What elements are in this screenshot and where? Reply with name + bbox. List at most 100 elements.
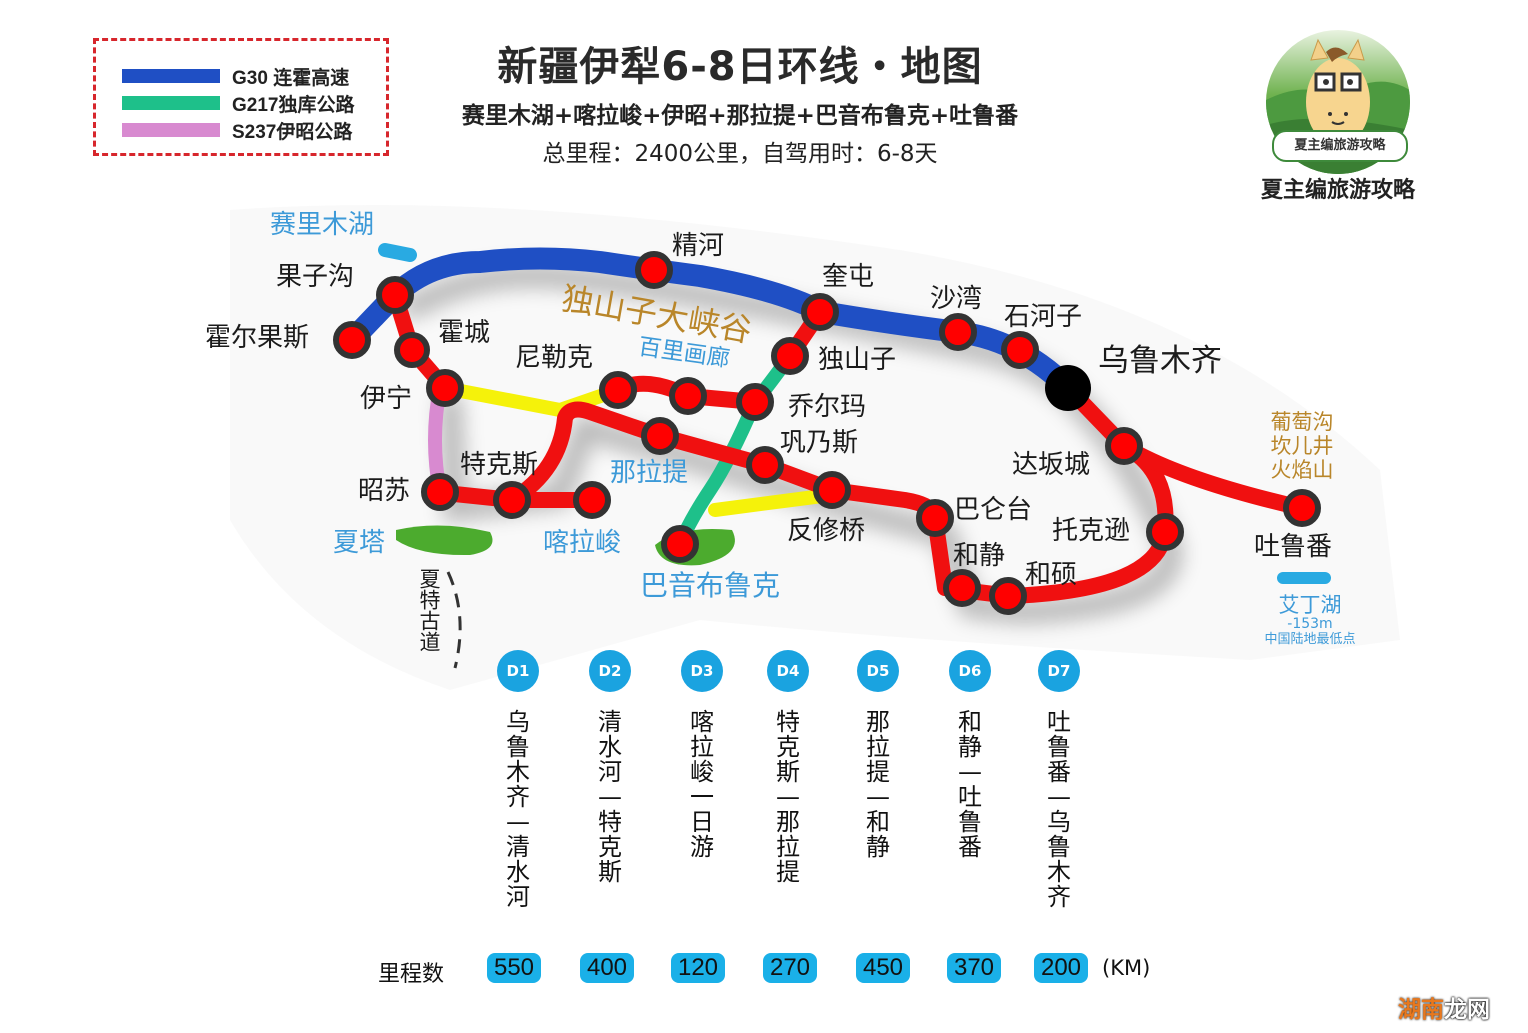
- label-zhaosu: 昭苏: [358, 476, 411, 506]
- watermark-part1: 湖南: [1398, 997, 1444, 1023]
- legend-item-g30: G30 连霍高速: [122, 65, 350, 89]
- label-huoerguosi: 霍尔果斯: [205, 323, 310, 353]
- label-dabancheng: 达坂城: [1012, 450, 1091, 480]
- s237-swatch: [122, 123, 220, 137]
- station-mid: [669, 377, 707, 415]
- stations: [333, 251, 1321, 615]
- mileage-unit: (KM): [1102, 956, 1151, 980]
- day-badge: D2: [589, 650, 631, 692]
- station-qiaoerma: [736, 383, 774, 421]
- station-kalajun: [573, 481, 611, 519]
- station-jinghe: [635, 251, 673, 289]
- station-heshuo: [989, 577, 1027, 615]
- label-bayinbuluke: 巴音布鲁克: [640, 569, 781, 602]
- sight-flaming-mountains: 火焰山: [1270, 458, 1334, 482]
- label-gongnaisi: 巩乃斯: [780, 428, 859, 458]
- label-hejing: 和静: [953, 541, 1006, 571]
- page-subtitle: 赛里木湖+喀拉峻+伊昭+那拉提+巴音布鲁克+吐鲁番: [461, 103, 1019, 129]
- label-tekesi: 特克斯: [460, 450, 539, 480]
- day-route: 特克斯—那拉提: [776, 708, 800, 886]
- day-badge: D6: [949, 650, 991, 692]
- day-badge: D4: [767, 650, 809, 692]
- label-shawan: 沙湾: [930, 284, 983, 314]
- station-dabancheng: [1105, 427, 1143, 465]
- station-fanxiuqiao: [813, 471, 851, 509]
- day-route: 喀拉峻一日游: [690, 708, 714, 861]
- xiate-trail-path: [446, 571, 462, 669]
- brand-name: 夏主编旅游攻略: [1260, 178, 1415, 203]
- station-nileke: [599, 371, 637, 409]
- mileage-d7: 200: [1034, 953, 1088, 983]
- label-heshuo: 和硕: [1025, 560, 1078, 590]
- station-kuitun: [801, 293, 839, 331]
- label-fanxiuqiao: 反修桥: [787, 516, 866, 546]
- day-route: 那拉提—和静: [866, 708, 890, 861]
- station-urumqi: [1045, 365, 1091, 411]
- label-yining: 伊宁: [360, 384, 413, 414]
- sight-karez: 坎儿井: [1270, 434, 1334, 458]
- day-route: 吐鲁番—乌鲁木齐: [1047, 708, 1071, 911]
- label-aiding-lake: 艾丁湖: [1278, 593, 1342, 617]
- station-guozigou: [376, 276, 414, 314]
- station-huoerguosi: [333, 321, 371, 359]
- label-huocheng: 霍城: [438, 318, 491, 348]
- aiding-lake-info: 艾丁湖 -153m 中国陆地最低点: [1250, 594, 1370, 648]
- watermark-part2: 龙网: [1444, 997, 1490, 1023]
- aiding-note: 中国陆地最低点: [1264, 632, 1356, 647]
- label-jinghe: 精河: [672, 231, 725, 261]
- day-badge: D7: [1038, 650, 1080, 692]
- mileage-d6: 370: [947, 953, 1001, 983]
- day-badge: D1: [497, 650, 539, 692]
- mileage-d4: 270: [763, 953, 817, 983]
- aiding-elevation: -153m: [1287, 616, 1333, 632]
- sailimu-lake-shape: [378, 243, 417, 262]
- label-qiaoerma: 乔尔玛: [788, 392, 867, 422]
- turpan-sights: 葡萄沟 坎儿井 火焰山: [1262, 410, 1342, 482]
- mileage-label: 里程数: [378, 962, 445, 987]
- label-baluntai: 巴仑台: [954, 495, 1033, 525]
- day-column-d6: D6 和静—吐鲁番: [948, 650, 992, 860]
- day-badge: D5: [857, 650, 899, 692]
- label-tuokexun: 托克逊: [1052, 516, 1131, 546]
- legend-label: G30 连霍高速: [232, 67, 350, 89]
- station-gongnaisi: [746, 446, 784, 484]
- day-route: 乌鲁木齐—清水河: [506, 708, 530, 911]
- station-dushanzi: [771, 337, 809, 375]
- day-column-d3: D3 喀拉峻一日游: [680, 650, 724, 860]
- station-shihezi: [1001, 331, 1039, 369]
- station-nalati: [641, 417, 679, 455]
- day-route: 和静—吐鲁番: [958, 708, 982, 861]
- station-tekesi: [493, 481, 531, 519]
- station-hejing: [943, 569, 981, 607]
- day-column-d5: D5 那拉提—和静: [856, 650, 900, 860]
- label-dushanzi: 独山子: [818, 345, 897, 375]
- day-column-d2: D2 清水河—特克斯: [588, 650, 632, 885]
- station-shawan: [939, 313, 977, 351]
- legend-label: G217独库公路: [232, 94, 355, 116]
- station-tuokexun: [1146, 513, 1184, 551]
- day-column-d1: D1 乌鲁木齐—清水河: [496, 650, 540, 910]
- sight-grape-valley: 葡萄沟: [1270, 410, 1334, 434]
- station-bayinbuluke: [661, 525, 699, 563]
- logo-banner: 夏主编旅游攻略: [1272, 130, 1408, 162]
- day-badge: D3: [681, 650, 723, 692]
- mileage-d1: 550: [487, 953, 541, 983]
- station-baluntai: [916, 499, 954, 537]
- legend-item-s237: S237伊昭公路: [122, 119, 353, 143]
- station-huocheng: [394, 332, 430, 368]
- legend-label: S237伊昭公路: [232, 121, 353, 143]
- g30-swatch: [122, 69, 220, 83]
- legend-item-g217: G217独库公路: [122, 92, 355, 116]
- label-nileke: 尼勒克: [515, 343, 594, 373]
- total-distance: 总里程：2400公里，自驾用时：6-8天: [542, 141, 938, 167]
- label-guozigou: 果子沟: [276, 262, 355, 292]
- station-zhaosu: [421, 473, 459, 511]
- xiata-grass-shape: [396, 525, 493, 556]
- label-urumqi: 乌鲁木齐: [1098, 343, 1222, 379]
- watermark: 湖南龙网: [1398, 990, 1490, 1024]
- mileage-d3: 120: [671, 953, 725, 983]
- label-xiata: 夏塔: [333, 528, 386, 558]
- day-route: 清水河—特克斯: [598, 708, 622, 886]
- label-sailimu-lake: 赛里木湖: [270, 210, 375, 240]
